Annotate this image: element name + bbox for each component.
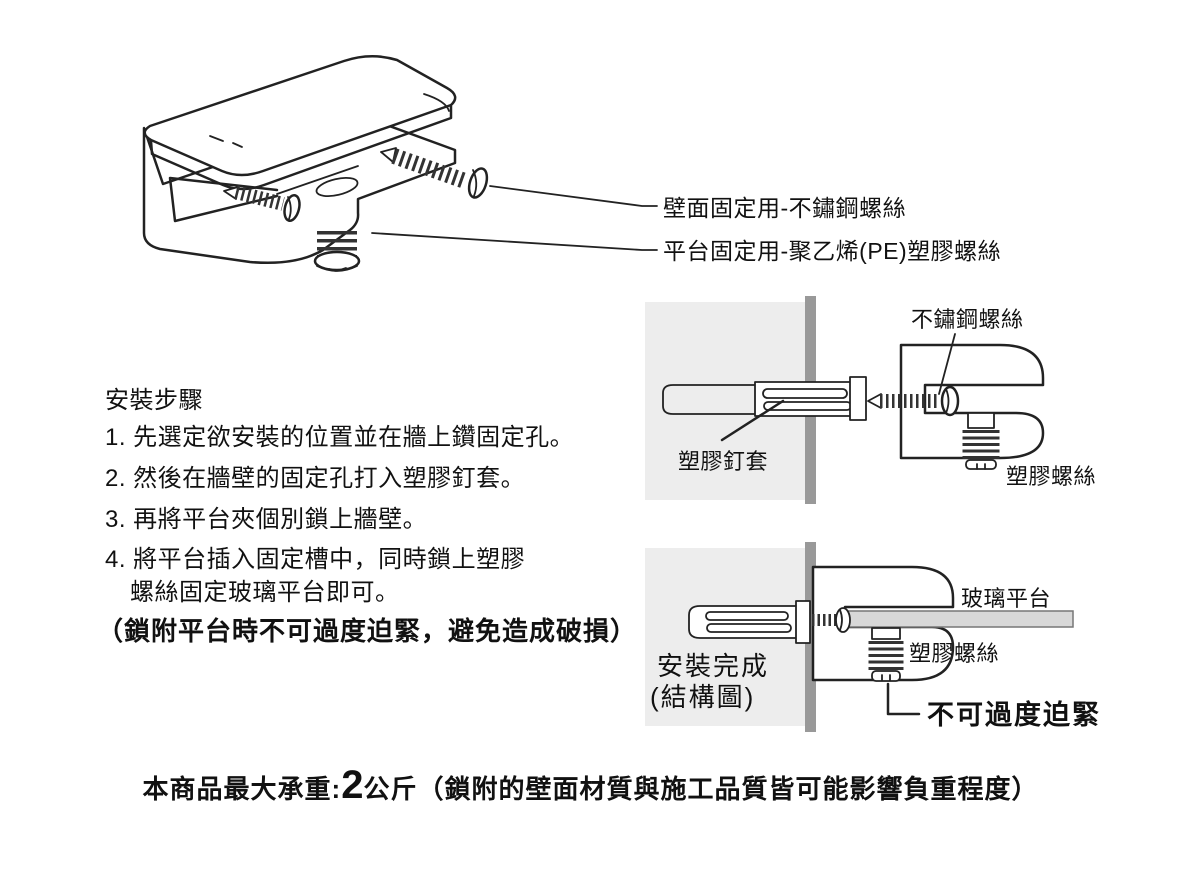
- label-glass-platform: 玻璃平台: [961, 586, 1052, 611]
- plastic-anchor: [662, 376, 867, 421]
- stainless-screw-2: [812, 607, 851, 633]
- label-do-not-overtighten: 不可過度迫緊: [927, 700, 1101, 730]
- screw-large: [380, 147, 489, 199]
- step-2: 2. 然後在牆壁的固定孔打入塑膠釘套。: [105, 465, 526, 492]
- step-1: 1. 先選定欲安裝的位置並在牆上鑽固定孔。: [105, 424, 575, 451]
- leader-wall-screw: [489, 185, 658, 207]
- deck-edge: [276, 165, 359, 195]
- clamp-profile-2: [811, 565, 955, 682]
- steps-title: 安裝步驟: [105, 387, 203, 414]
- screw-small: [223, 185, 301, 222]
- steps-caution: （鎖附平台時不可過度迫緊，避免造成破損）: [97, 616, 638, 646]
- leader-anchor: [720, 399, 785, 442]
- label-stainless-screw: 不鏽鋼螺絲: [911, 307, 1024, 332]
- plastic-anchor-embedded: [688, 600, 811, 644]
- clamp-profile-1: [899, 343, 1045, 460]
- max-load-prefix: 本商品最大承重:: [142, 774, 342, 804]
- diagram-completed: [645, 542, 1074, 732]
- callout-wall-screw: 壁面固定用-不鏽鋼螺絲: [663, 195, 907, 221]
- glass-platform: [846, 610, 1074, 628]
- label-install-complete: 安裝完成: [657, 651, 770, 681]
- callout-platform-screw: 平台固定用-聚乙烯(PE)塑膠螺絲: [663, 238, 1002, 264]
- clamp-body: [142, 114, 457, 265]
- top-plate-thickness: [149, 104, 453, 191]
- deck-oval-hole: [315, 176, 359, 198]
- max-load-note: 本商品最大承重:2公斤（鎖附的壁面材質與施工品質皆可能影響負重程度）: [0, 763, 1181, 808]
- plate-crease: [423, 93, 450, 112]
- step-4-line-2: 螺絲固定玻璃平台即可。: [130, 579, 400, 606]
- label-plastic-screw-2: 塑膠螺絲: [909, 641, 1000, 666]
- diagram-anchor-install: [645, 296, 1045, 504]
- label-structure-diagram: (結構圖): [650, 682, 756, 712]
- step-4-line-1: 4. 將平台插入固定槽中，同時鎖上塑膠: [105, 546, 526, 573]
- plastic-screw-product: [313, 231, 361, 272]
- label-plastic-screw-1: 塑膠螺絲: [1006, 464, 1097, 489]
- max-load-suffix: 公斤（鎖附的壁面材質與施工品質皆可能影響負重程度）: [363, 774, 1039, 804]
- plastic-screw-2: [868, 627, 904, 682]
- leader-caution: [886, 682, 921, 716]
- leader-stainless: [938, 333, 956, 395]
- plate-marks: [209, 135, 243, 148]
- label-plastic-anchor: 塑膠釘套: [678, 449, 769, 474]
- max-load-value: 2: [341, 763, 364, 807]
- step-3: 3. 再將平台夾個別鎖上牆壁。: [105, 506, 428, 533]
- stainless-screw-1: [867, 385, 960, 417]
- product-drawing: [142, 55, 658, 272]
- plastic-screw-1: [962, 412, 1000, 470]
- leader-platform-screw: [371, 232, 658, 251]
